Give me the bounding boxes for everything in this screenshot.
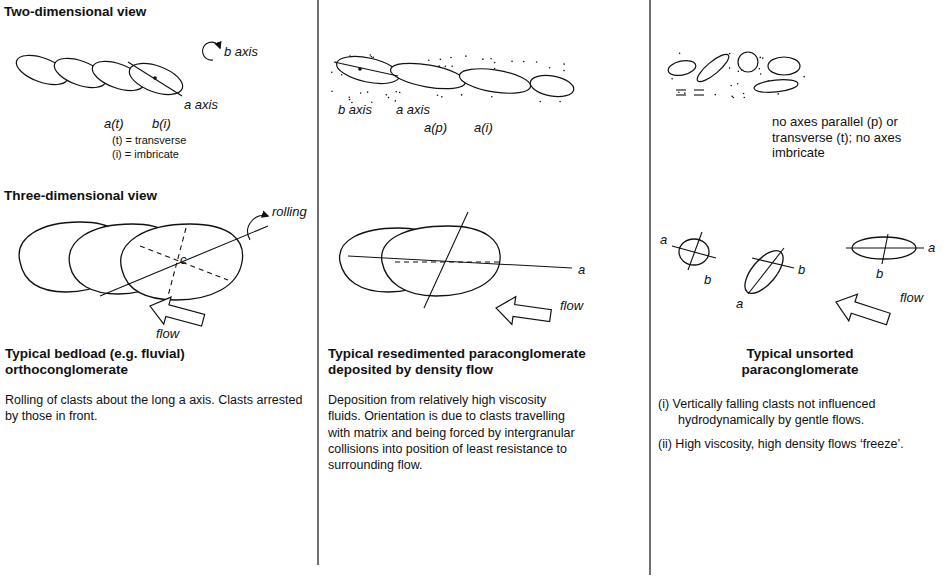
panel-text: Rolling of clasts about the long a axis.… [5,392,305,425]
clast-axes [672,232,924,294]
axis-label: b [704,272,711,288]
panel-text: Deposition from relatively high viscosit… [328,392,578,473]
panel-heading: Typical bedload (e.g. fluvial) orthocong… [5,346,255,378]
column-divider [317,0,318,565]
fabric-code: a(t) [104,116,124,132]
section-heading: Three-dimensional view [4,188,157,204]
column-divider [649,0,650,575]
axis-label: a [578,262,585,278]
hidden-axis-line [395,261,500,262]
axis-label: c [180,252,187,268]
unsorted-clasts [679,237,916,300]
axis-label: a [736,296,743,312]
aligned-clasts [334,52,575,100]
panel-heading: Typical unsorted paraconglomerate [700,346,900,378]
a-axis-line [348,256,572,268]
c-axis-line [168,228,186,296]
density-flow-clasts [340,226,501,296]
axis-label: a [660,232,667,248]
panel-heading: Typical resedimented paraconglomerate de… [328,346,588,378]
key-note: (t) = transverse [112,134,186,147]
flow-label: flow [900,290,923,306]
axis-label: a [928,240,935,256]
imbricate-clasts [13,49,187,100]
axis-label: b axis [224,44,258,60]
rotation-arrow [203,42,220,60]
b-axis-line [424,212,468,308]
rolling-clasts [19,222,242,300]
matrix-stipple [331,52,805,103]
axis-label: b [876,266,883,282]
a-axis-line [128,62,182,96]
section-heading: Two-dimensional view [4,4,146,20]
flow-arrow [494,294,552,329]
axis-label: b [798,262,805,278]
matrix-dashes [676,90,704,95]
motion-label: rolling [272,204,307,220]
fabric-code: a(i) [474,120,493,136]
flow-label: flow [560,298,583,314]
fabric-note: no axes parallel (p) or transverse (t); … [772,114,922,161]
axis-label: a axis [184,97,218,113]
flow-label: flow [156,326,179,342]
flow-arrow [832,289,893,333]
random-clasts [667,51,800,95]
panel-text: (ii) High viscosity, high density flows … [658,436,948,452]
rolling-arrow [248,215,268,240]
fabric-code: b(i) [152,116,171,132]
a-axis-line [334,62,398,76]
a-axis-line [100,226,268,296]
axis-label: b axis [338,102,372,118]
axis-label: a axis [396,102,430,118]
fabric-code: a(p) [424,120,447,136]
key-note: (i) = imbricate [112,148,179,161]
b-axis-line [140,246,228,280]
panel-text: (i) Vertically falling clasts not influe… [658,396,948,429]
